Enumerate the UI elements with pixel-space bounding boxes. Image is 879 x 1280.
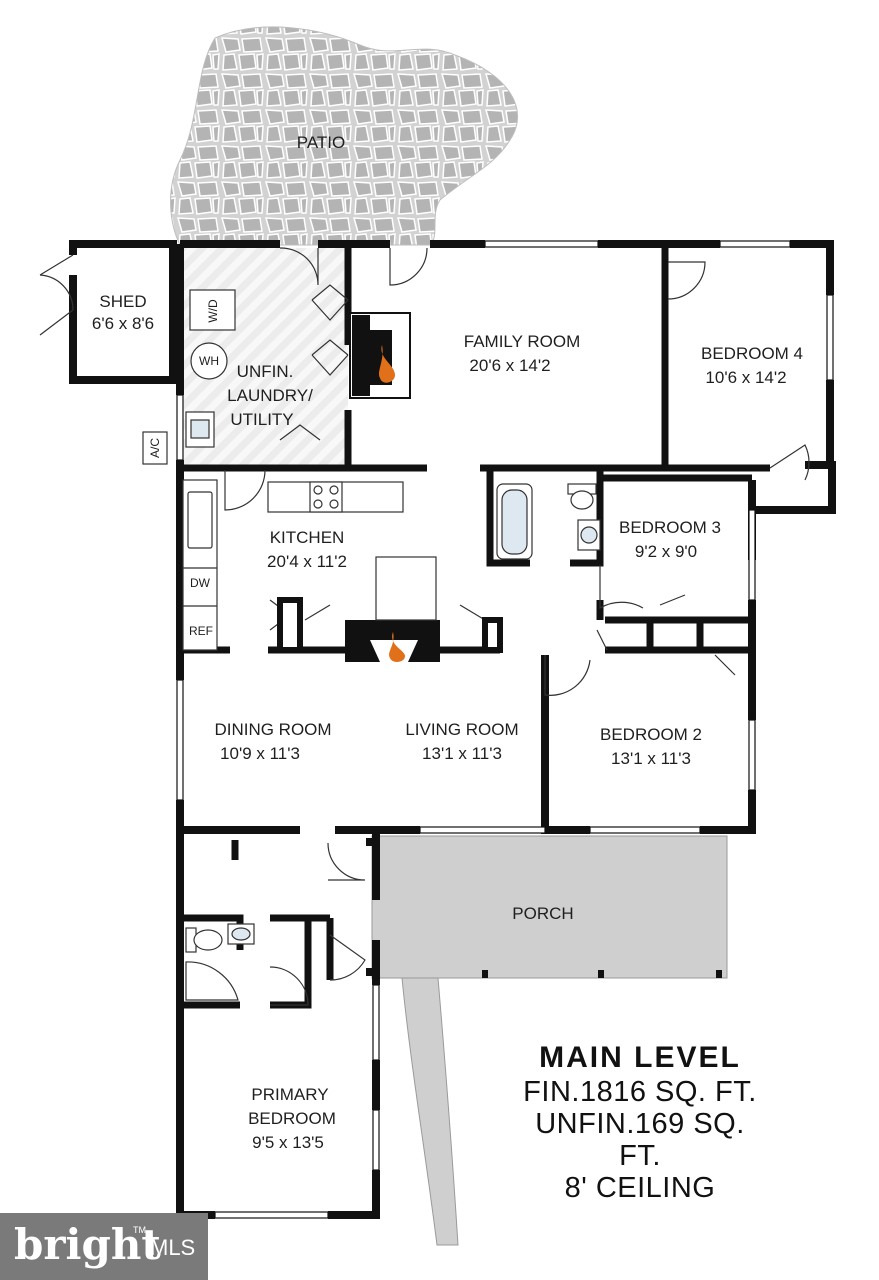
bedroom2-size: 13'1 x 11'3 <box>611 749 691 768</box>
bedroom4-name: BEDROOM 4 <box>700 344 804 363</box>
ceiling-height: 8' CEILING <box>564 1172 716 1204</box>
washer-dryer-label: W/D <box>206 299 220 323</box>
bright-mls-logo: bright TM MLS <box>0 1213 208 1280</box>
porch-slab <box>371 835 728 979</box>
shed-name: SHED <box>99 292 147 311</box>
kitchen-name: KITCHEN <box>269 528 345 547</box>
living-room-name: LIVING ROOM <box>405 720 519 739</box>
water-heater-label: WH <box>199 354 219 368</box>
ac-label: A/C <box>148 437 162 459</box>
laundry-line1: UNFIN. <box>236 362 294 381</box>
bedroom3-size: 9'2 x 9'0 <box>634 542 698 561</box>
dishwasher-label: DW <box>190 576 210 590</box>
shed-size: 6'6 x 8'6 <box>91 314 155 333</box>
primary-bedroom-size: 9'5 x 13'5 <box>252 1133 324 1152</box>
bedroom2-name: BEDROOM 2 <box>599 725 703 744</box>
primary-bedroom-line1: PRIMARY <box>251 1085 329 1104</box>
laundry-line2: LAUNDRY/ <box>227 386 313 405</box>
laundry-line3: UTILITY <box>230 410 294 429</box>
logo-mls: MLS <box>150 1235 196 1260</box>
patio-area <box>170 26 519 246</box>
porch-label: PORCH <box>512 904 574 923</box>
dining-room-size: 10'9 x 11'3 <box>220 744 300 763</box>
level-title: MAIN LEVEL <box>539 1041 741 1074</box>
bedroom3-name: BEDROOM 3 <box>618 518 722 537</box>
level-summary: MAIN LEVEL FIN.1816 SQ. FT. UNFIN.169 SQ… <box>521 1040 760 1204</box>
living-room-size: 13'1 x 11'3 <box>422 744 502 763</box>
refrigerator-label: REF <box>189 624 213 638</box>
primary-bedroom-line2: BEDROOM <box>248 1109 336 1128</box>
family-room-size: 20'6 x 14'2 <box>469 356 551 375</box>
chimney-box <box>375 556 437 621</box>
kitchen-size: 20'4 x 11'2 <box>267 552 347 571</box>
walkway <box>401 977 459 1246</box>
family-room-name: FAMILY ROOM <box>463 332 581 351</box>
dining-room-name: DINING ROOM <box>214 720 332 739</box>
patio-label: PATIO <box>296 133 346 152</box>
logo-wordmark: bright <box>14 1220 161 1269</box>
unfinished-area: UNFIN.169 SQ. FT. <box>535 1108 745 1172</box>
bedroom4-size: 10'6 x 14'2 <box>705 368 787 387</box>
finished-area: FIN.1816 SQ. FT. <box>523 1076 757 1108</box>
logo-trademark: TM <box>133 1225 146 1235</box>
cooktop <box>309 481 343 513</box>
